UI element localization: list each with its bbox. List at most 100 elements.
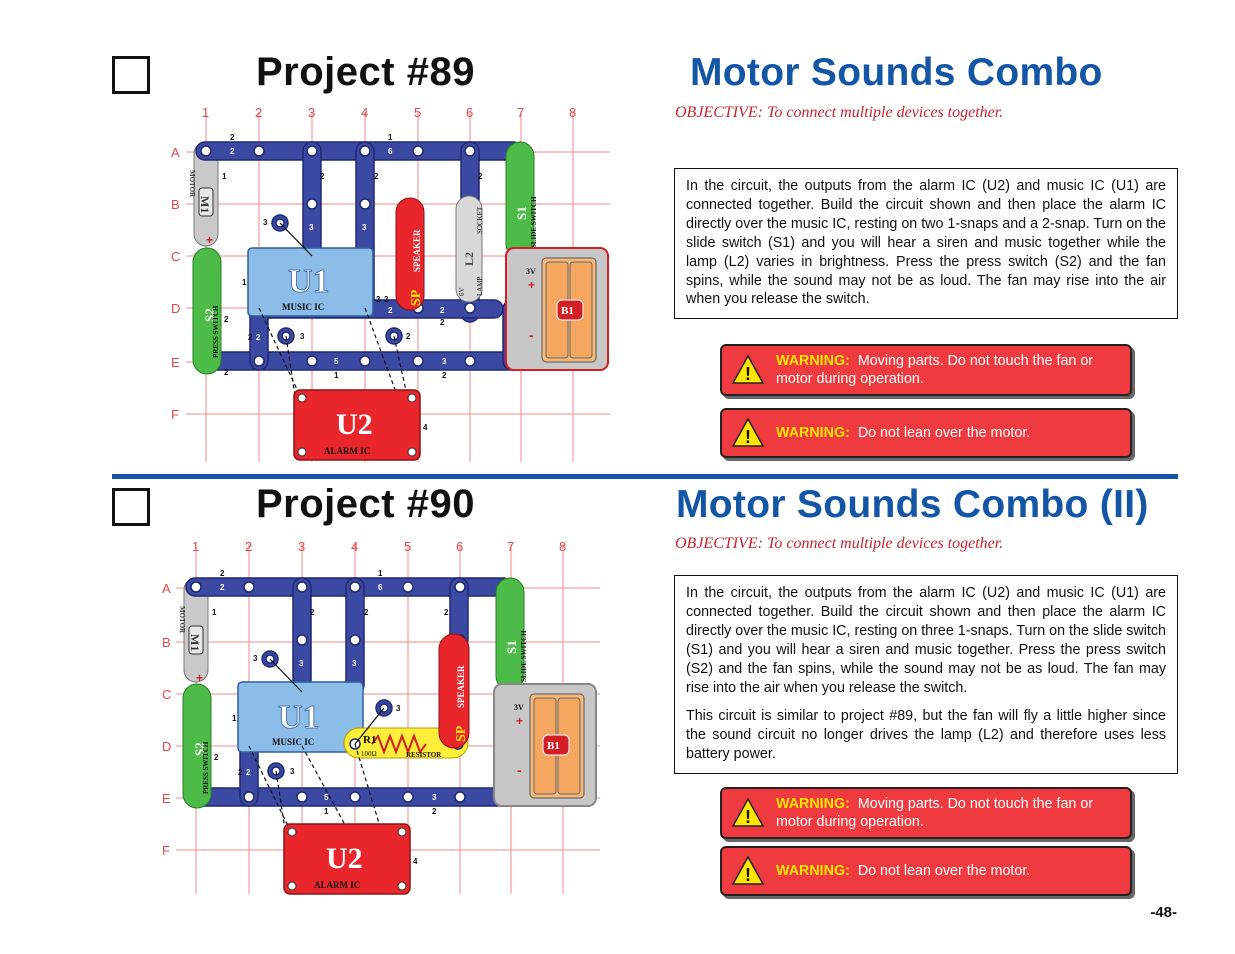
wire-number: 3 [352,659,357,668]
speaker-sp: SP SPEAKER [438,633,470,749]
grid-col-label: 7 [507,539,514,554]
project-89-subtitle: Motor Sounds Combo [690,51,1103,94]
project-90-title: Project #90 [256,482,475,526]
grid-row-label: F [171,407,179,422]
press-switch-label: PRESS SWITCH [212,305,220,358]
warning-message: Do not lean over the motor. [857,862,1031,879]
speaker-label: SPEAKER [456,665,466,708]
warning-keyword: WARNING: [776,795,850,812]
project-89-checkbox[interactable] [112,56,150,94]
wire-number: 3 [309,223,314,232]
wire-number: 2 [224,315,229,324]
grid-row-label: D [162,739,171,754]
wire-number: 2 [440,318,445,327]
wire-set [185,577,513,807]
warning-icon: ! [732,355,764,384]
lamp-l2: L2 LAMP SOCKET 6V [455,195,484,303]
warning-keyword: WARNING: [776,352,850,369]
alarm-ic-u2: U2 ALARM IC [248,658,411,895]
grid-col-label: 1 [192,539,199,554]
warning-keyword: WARNING: [776,424,850,441]
grid-col-label: 5 [414,105,421,120]
project-90-warning-moving-parts: ! WARNING: Moving parts. Do not touch th… [720,787,1132,839]
grid-col-label: 4 [351,539,358,554]
project-90-warning-lean: ! WARNING: Do not lean over the motor. [720,846,1132,896]
svg-text:!: ! [745,364,751,384]
warning-message: Moving parts. Do not touch the fan or mo… [776,795,1094,831]
resistor-label: RESISTOR [406,751,442,759]
motor-label: MOTOR [178,606,186,634]
wire-number: 1 [222,172,227,181]
grid-col-label: 5 [404,539,411,554]
motor-plus: + [196,671,203,685]
sp-label: SP [409,289,424,306]
wire-number: 2 [230,133,235,142]
music-ic-label: MUSIC IC [272,737,314,747]
project-90-circuit-diagram: 1 2 3 4 5 6 7 8 A B C D E F MOTOR M1 + [162,539,600,895]
wire-number: 2 [444,608,449,617]
warning-icon: ! [732,856,764,885]
grid-col-label: 8 [569,105,576,120]
motor-plus: + [206,233,213,247]
s2-label: S2 [202,308,217,322]
wire-number: 2 [432,807,437,816]
press-switch-s2: S2 PRESS SWITCH [192,247,222,375]
project-90-paragraph: In the circuit, the outputs from the ala… [686,585,1166,696]
u1-label: U1 [278,699,320,736]
warning-text: WARNING: Do not lean over the motor. [776,424,1030,443]
grid-col-label: 2 [245,539,252,554]
warning-message: Do not lean over the motor. [857,424,1031,441]
slide-switch-label: SLIDE SWITCH [520,630,528,682]
grid-row-label: B [162,635,171,650]
grid-col-label: 8 [559,539,566,554]
press-switch-label: PRESS SWITCH [202,741,210,794]
project-90-description: In the circuit, the outputs from the ala… [674,575,1178,774]
svg-text:!: ! [745,865,751,885]
wire-number: 3 [300,332,305,341]
alarm-ic-u2: U2 ALARM IC [258,222,421,461]
m1-label: M1 [198,196,212,213]
slide-switch-s1: S1 SLIDE SWITCH [505,141,538,259]
grid-col-label: 3 [308,105,315,120]
wire-number: 2 [374,172,379,181]
project-90-checkbox[interactable] [112,488,150,526]
music-ic-u1: U1 MUSIC IC [237,681,364,753]
wire-number: 5 [324,793,329,802]
alarm-ic-label: ALARM IC [324,446,370,456]
warning-text: WARNING: Moving parts. Do not touch the … [776,795,1122,832]
grid-col-label: 4 [361,105,368,120]
wire-number: 2 [364,608,369,617]
socket-label: SOCKET [476,206,484,234]
wire-number: 3 [376,295,381,304]
grid-row-label: A [171,145,180,160]
wire-number: 1 [324,807,329,816]
wire-number: 4 [413,857,418,866]
m1-label: M1 [188,634,202,651]
battery-b1: B1 3V + - [505,247,609,371]
project-90-paragraph: This circuit is similar to project #89, … [686,708,1166,763]
speaker-label: SPEAKER [412,229,422,272]
battery-minus: - [517,762,522,778]
wire-number: 2 [214,753,219,762]
wire-number: 2 [246,768,251,777]
grid-col-label: 3 [298,539,305,554]
wire-number: 3 [263,218,268,227]
grid-row-label: E [162,791,171,806]
wire-number: 3 [299,659,304,668]
grid-row-label: C [171,249,180,264]
wire-number: 2 [256,333,261,342]
wire-number: 2 [220,583,225,592]
wire-number: 5 [334,357,339,366]
warning-icon: ! [732,418,764,447]
project-89-circuit-diagram: 1 2 3 4 5 6 7 8 A B C D E F MOTOR M1 + [171,105,610,462]
battery-minus: - [529,327,534,343]
wire-number: 6 [388,147,393,156]
music-ic-label: MUSIC IC [282,302,324,312]
wire-number: 1 [388,133,393,142]
page-number: -48- [1150,904,1177,921]
battery-3v: 3V [526,267,536,276]
b1-label: B1 [561,305,574,317]
grid-col-label: 1 [202,105,209,120]
project-89-warning-lean: ! WARNING: Do not lean over the motor. [720,408,1132,458]
battery-plus: + [516,714,523,728]
